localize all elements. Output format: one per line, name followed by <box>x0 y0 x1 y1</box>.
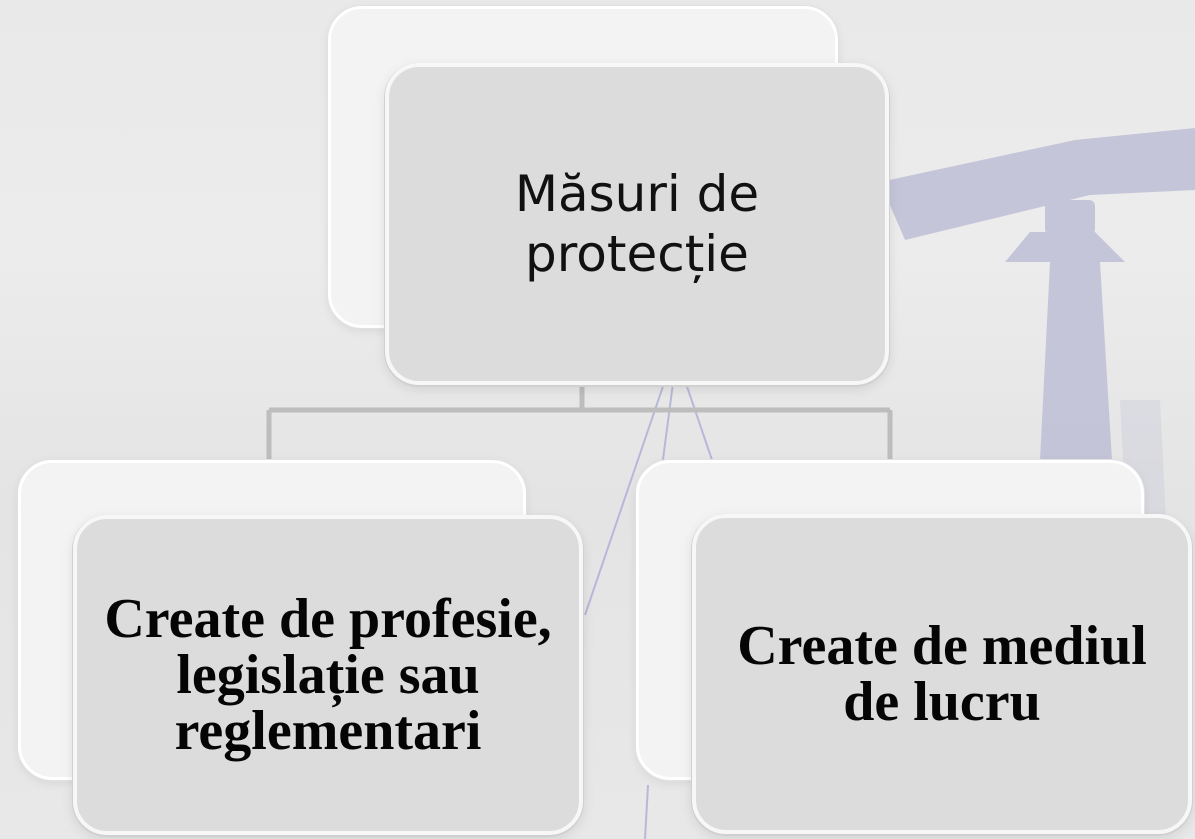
child-node-right-label: Create de mediul de lucru <box>737 615 1147 733</box>
tree-connectors <box>266 383 893 460</box>
root-node-label: Măsuri de protecție <box>514 165 760 283</box>
child-node-right: Create de mediul de lucru <box>692 514 1192 834</box>
child-node-left: Create de profesie, legislație sau regle… <box>73 515 583 835</box>
child-node-left-label: Create de profesie, legislație sau regle… <box>104 588 552 762</box>
root-node: Măsuri de protecție <box>385 63 889 385</box>
